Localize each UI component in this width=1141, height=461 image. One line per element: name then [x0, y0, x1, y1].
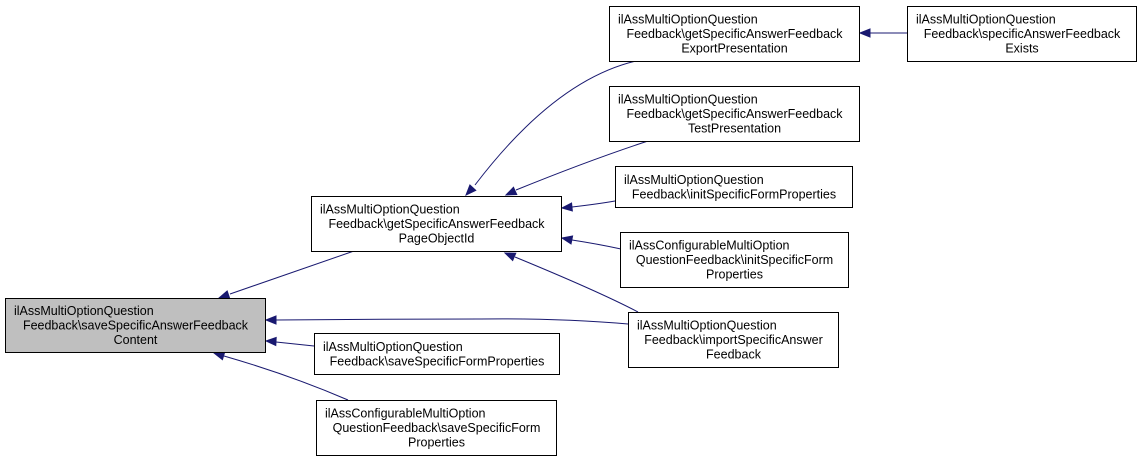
arrowhead	[560, 235, 574, 245]
node-label-line: ilAssMultiOptionQuestion	[618, 13, 758, 27]
arrowhead	[465, 184, 477, 196]
arrowhead	[858, 28, 871, 38]
node-label-line: ilAssMultiOptionQuestion	[14, 304, 154, 318]
edge-line	[515, 140, 649, 191]
node-label-line: Feedback\saveSpecificAnswerFeedback	[23, 319, 249, 333]
node-label-line: ilAssMultiOptionQuestion	[916, 13, 1056, 27]
node-label-line: Feedback\specificAnswerFeedback	[924, 27, 1121, 41]
node-box	[609, 86, 860, 142]
edge-get_export_presentation-to-get_page_object_id	[465, 60, 637, 196]
node-label-line: Content	[114, 333, 158, 347]
node-configurable-save-form[interactable]: ilAssConfigurableMultiOptionQuestionFeed…	[316, 400, 557, 456]
node-label-line: ilAssConfigurableMultiOption	[325, 407, 486, 421]
node-label-line: QuestionFeedback\saveSpecificForm	[333, 421, 541, 435]
node-label-line: ilAssConfigurableMultiOption	[629, 239, 790, 253]
edge-line	[514, 256, 639, 313]
node-label-line: Properties	[706, 268, 763, 282]
node-get-export-presentation[interactable]: ilAssMultiOptionQuestionFeedback\getSpec…	[609, 6, 860, 62]
node-label-line: Feedback\saveSpecificFormProperties	[330, 354, 545, 368]
node-label-line: QuestionFeedback\initSpecificForm	[636, 253, 833, 267]
node-box	[907, 6, 1137, 62]
edge-line	[275, 341, 315, 347]
node-box	[620, 232, 849, 288]
node-label-line: Feedback\importSpecificAnswer	[644, 333, 823, 347]
node-label-line: PageObjectId	[399, 232, 475, 246]
edge-import_answer_feedback-to-save_content	[264, 315, 629, 325]
edge-line	[571, 200, 616, 208]
edge-line	[474, 60, 637, 186]
node-answer-feedback-exists[interactable]: ilAssMultiOptionQuestionFeedback\specifi…	[907, 6, 1137, 62]
node-get-test-presentation[interactable]: ilAssMultiOptionQuestionFeedback\getSpec…	[609, 86, 860, 142]
node-label-line: ilAssMultiOptionQuestion	[323, 340, 463, 354]
arrowhead	[264, 315, 277, 325]
arrowhead	[217, 290, 231, 300]
edge-get_test_presentation-to-get_page_object_id	[504, 140, 649, 196]
node-save-content[interactable]: ilAssMultiOptionQuestionFeedback\saveSpe…	[5, 298, 266, 353]
arrowhead	[503, 252, 517, 262]
node-label-line: Feedback\initSpecificFormProperties	[632, 187, 836, 201]
edge-init_form_properties-to-get_page_object_id	[560, 200, 616, 212]
node-label-line: Feedback\getSpecificAnswerFeedback	[626, 107, 843, 121]
node-label-line: Feedback\getSpecificAnswerFeedback	[328, 217, 545, 231]
node-box	[311, 196, 562, 252]
node-import-answer-feedback[interactable]: ilAssMultiOptionQuestionFeedback\importS…	[628, 312, 839, 368]
node-box	[609, 6, 860, 62]
edge-line	[275, 318, 629, 325]
node-save-form-properties[interactable]: ilAssMultiOptionQuestionFeedback\saveSpe…	[314, 333, 560, 375]
node-box	[5, 298, 266, 353]
edge-configurable_init_form-to-get_page_object_id	[560, 235, 622, 250]
arrowhead	[504, 186, 518, 196]
node-label-line: Properties	[408, 436, 465, 450]
node-configurable-init-form[interactable]: ilAssConfigurableMultiOptionQuestionFeed…	[620, 232, 849, 288]
node-box	[314, 333, 560, 375]
node-label-line: Feedback	[706, 348, 762, 362]
node-box	[316, 400, 557, 456]
node-get-page-object-id[interactable]: ilAssMultiOptionQuestionFeedback\getSpec…	[311, 196, 562, 252]
edge-import_answer_feedback-to-get_page_object_id	[503, 252, 639, 313]
edge-line	[229, 250, 355, 295]
node-label-line: ilAssMultiOptionQuestion	[624, 173, 764, 187]
node-init-form-properties[interactable]: ilAssMultiOptionQuestionFeedback\initSpe…	[615, 166, 853, 208]
node-box	[615, 166, 853, 208]
edge-line	[223, 355, 349, 401]
arrowhead	[264, 336, 277, 347]
node-label-line: Feedback\getSpecificAnswerFeedback	[626, 27, 843, 41]
edge-line	[571, 239, 622, 250]
node-label-line: ExportPresentation	[681, 42, 787, 56]
edge-answer_feedback_exists-to-get_export_presentation	[858, 28, 907, 38]
arrowhead	[212, 351, 226, 361]
node-label-line: ilAssMultiOptionQuestion	[637, 319, 777, 333]
node-label-line: ilAssMultiOptionQuestion	[618, 93, 758, 107]
arrowhead	[560, 202, 573, 212]
edge-save_form_properties-to-save_content	[264, 336, 315, 347]
node-label-line: ilAssMultiOptionQuestion	[320, 203, 460, 217]
edge-get_page_object_id-to-save_content	[217, 250, 355, 300]
node-label-line: TestPresentation	[688, 122, 781, 136]
node-label-line: Exists	[1005, 42, 1038, 56]
node-box	[628, 312, 839, 368]
